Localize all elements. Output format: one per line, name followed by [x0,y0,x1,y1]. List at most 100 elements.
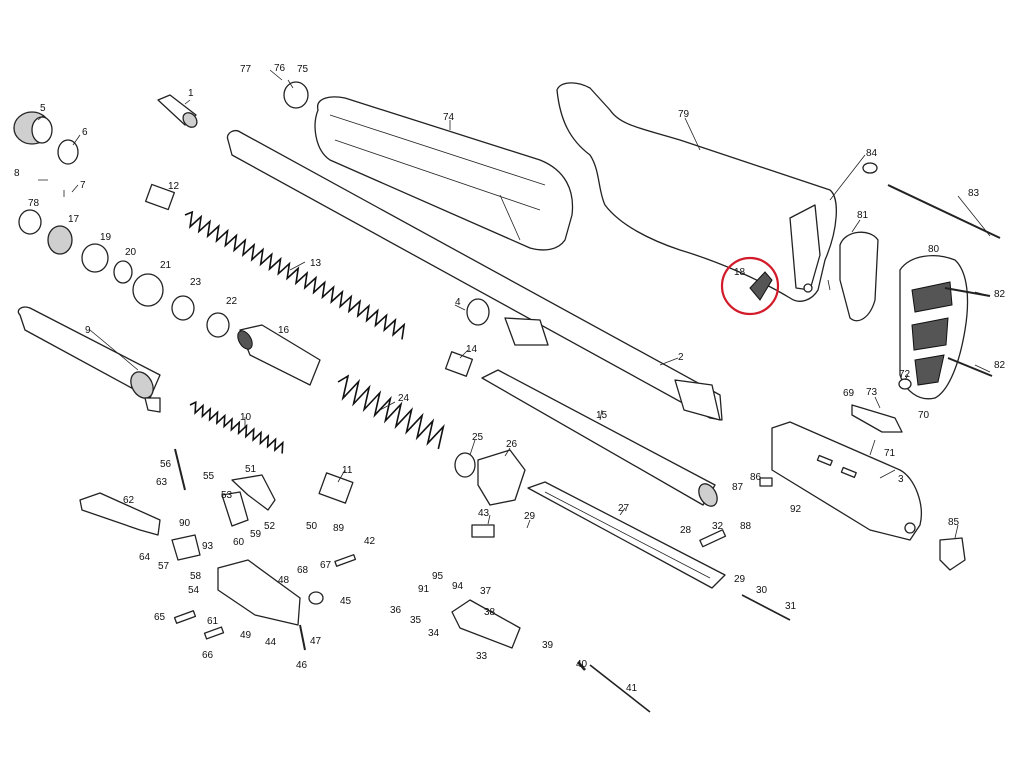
label-78: 78 [28,198,40,209]
label-45: 45 [340,596,352,607]
label-29b: 29 [734,574,746,585]
label-58: 58 [190,571,202,582]
spring-part-10 [189,400,284,454]
label-27: 27 [618,503,630,514]
label-54: 54 [188,585,200,596]
label-36: 36 [390,605,402,616]
label-82b: 82 [994,360,1006,371]
ring-part-19 [81,243,109,273]
ring-part-18b [18,209,42,235]
label-15: 15 [596,410,608,421]
label-34: 34 [428,628,440,639]
sling-plate-part-85 [939,537,966,571]
label-17: 17 [68,214,80,225]
label-86: 86 [750,472,762,483]
ring-part-20 [113,260,133,284]
label-81: 81 [857,210,869,221]
label-55: 55 [203,471,215,482]
label-80: 80 [928,244,940,255]
label-23: 23 [190,277,202,288]
label-56: 56 [160,459,172,470]
label-9: 9 [85,325,91,336]
label-82a: 82 [994,289,1006,300]
label-5: 5 [40,103,46,114]
label-13: 13 [310,258,322,269]
label-59: 59 [250,529,262,540]
label-68: 68 [297,565,309,576]
stock-part-79 [556,82,837,302]
label-12: 12 [168,181,180,192]
label-50: 50 [306,521,318,532]
slide-rail-part-2 [226,129,723,421]
ring-part-22 [206,312,230,338]
label-94: 94 [452,581,464,592]
forend-part-74 [314,96,574,251]
label-67: 67 [320,560,332,571]
label-6: 6 [82,127,88,138]
label-29: 29 [524,511,536,522]
ring-part-17 [47,225,73,255]
label-53: 53 [221,490,233,501]
receiver-part-3 [771,421,922,541]
label-76: 76 [274,63,286,74]
label-65: 65 [154,612,166,623]
spring-part-13 [184,210,406,340]
label-69: 69 [843,388,855,399]
label-21: 21 [160,260,172,271]
label-3: 3 [898,474,904,485]
label-8: 8 [14,168,20,179]
label-40: 40 [576,659,588,670]
bushing-part-11 [318,472,354,504]
label-32: 32 [712,521,724,532]
label-47: 47 [310,636,322,647]
latch-part-69 [851,404,903,433]
trigger-group-part-44 [217,559,301,626]
screw-part-82a [944,287,991,297]
label-63: 63 [156,477,168,488]
label-72: 72 [899,369,911,380]
label-35: 35 [410,615,422,626]
label-79: 79 [678,109,690,120]
label-22: 22 [226,296,238,307]
bolt-part-27 [527,481,726,589]
label-10: 10 [240,412,252,423]
label-49: 49 [240,630,252,641]
label-18: 18 [734,267,746,278]
label-39: 39 [542,640,554,651]
lever-part-51 [231,474,276,511]
label-11: 11 [342,465,353,476]
ring-part-23 [171,295,195,321]
bushing-part-14 [444,351,474,377]
part-labels: 1 2 3 4 5 6 7 8 9 10 11 12 13 14 15 16 1… [14,63,1006,694]
hammer-part-53 [221,491,249,527]
label-64: 64 [139,552,151,563]
plate-part-57 [171,534,201,561]
bushing-part-12 [144,183,176,211]
carrier-part-26 [477,449,526,506]
label-1: 1 [188,88,194,99]
label-41: 41 [626,683,638,694]
label-48: 48 [278,575,290,586]
label-91: 91 [418,584,430,595]
washer-part-84 [862,162,878,174]
ring-part-6 [57,139,79,165]
label-74: 74 [443,112,455,123]
label-93: 93 [202,541,214,552]
label-83: 83 [968,188,980,199]
ring-part-25 [454,452,476,478]
screw-part-83 [887,184,1001,239]
ring-part-4 [466,298,490,326]
label-60: 60 [233,537,245,548]
label-70: 70 [918,410,930,421]
leader-lines [37,69,991,539]
label-26: 26 [506,439,518,450]
label-7: 7 [80,180,86,191]
label-2: 2 [678,352,684,363]
ring-part-75 [283,81,309,109]
label-62: 62 [123,495,135,506]
label-71: 71 [884,448,896,459]
label-87: 87 [732,482,744,493]
buttpad-part-80 [899,255,969,400]
label-73: 73 [866,387,878,398]
label-66: 66 [202,650,214,661]
